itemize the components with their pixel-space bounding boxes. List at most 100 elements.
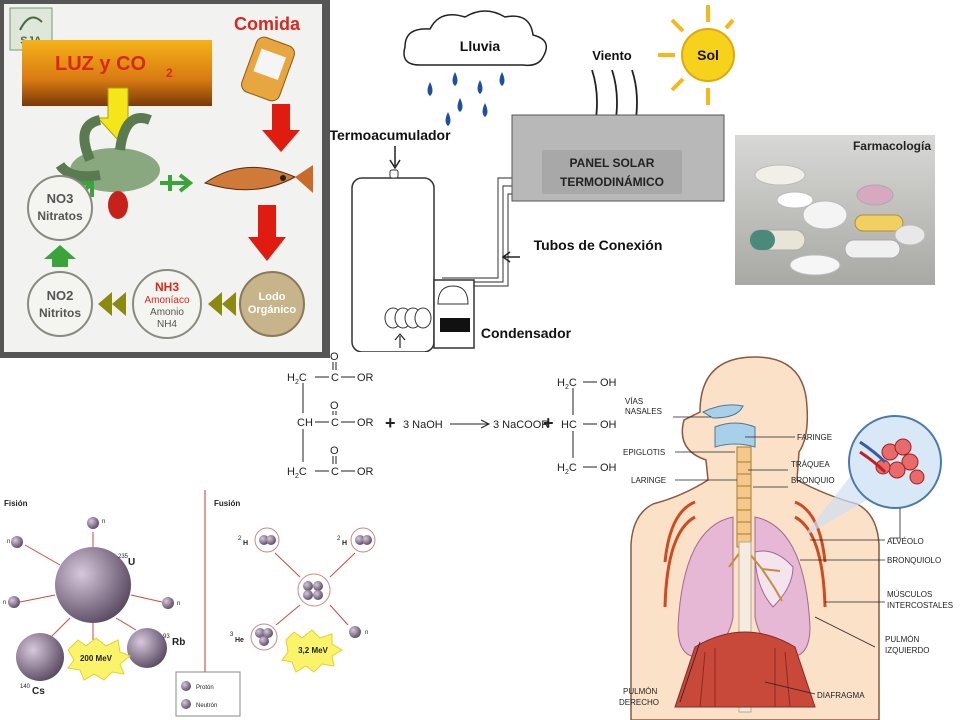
lodo-node: Lodo Orgánico — [239, 271, 305, 337]
cs-mass: 140 — [20, 684, 31, 690]
or-bot: OR — [357, 466, 374, 478]
pharmacology-photo: Farmacología — [735, 135, 935, 285]
proton-legend-icon — [181, 681, 191, 691]
pharma-title: Farmacología — [853, 139, 931, 153]
energy-burst — [281, 629, 343, 673]
tubos-label: Tubos de Conexión — [534, 237, 663, 253]
luz-co2-label: LUZ y CO — [55, 53, 146, 75]
viento-label: Viento — [592, 48, 632, 63]
u-symbol: U — [128, 557, 135, 568]
leader-lines — [673, 416, 901, 703]
naoh-label: 3 NaOH — [403, 419, 443, 431]
panel-title-1: PANEL SOLAR — [570, 156, 655, 170]
nh4-formula: NH4 — [157, 319, 177, 330]
c-top: C — [331, 372, 339, 384]
h-symbol: H — [243, 540, 248, 547]
u-mass: 235 — [118, 554, 129, 560]
pharynx — [714, 422, 756, 448]
plus-2: + — [543, 413, 554, 433]
nh3-formula: NH3 — [155, 280, 179, 294]
bronquio-label: BRONQUIO — [791, 476, 835, 485]
trachea-rings — [737, 461, 751, 535]
fision-title: Fisión — [4, 499, 28, 508]
tank-valve — [389, 169, 399, 179]
pulmon-izq-label-1: PULMÓN — [885, 635, 919, 644]
condenser — [433, 279, 475, 349]
h2c-glyc-bot: H2C — [557, 462, 577, 476]
c-mid: C — [331, 417, 339, 429]
h-mass: 2 — [337, 536, 341, 542]
neutron-n-label: n — [177, 601, 180, 607]
green-arrow-icon — [160, 173, 194, 193]
nitratos-formula: NO3 — [47, 191, 74, 206]
co2-subscript: 2 — [166, 66, 173, 80]
termoacumulador-label: Termoacumulador — [330, 127, 451, 143]
saponification-reaction: H2C O C OR CH O C OR H2C O C OR + 3 NaOH… — [287, 351, 617, 480]
green-up-arrow-icon — [44, 245, 76, 267]
o-mid: O — [330, 400, 339, 412]
hc-glyc: HC — [561, 419, 577, 431]
condensador-label: Condensador — [481, 325, 572, 341]
neutron-n-label: n — [365, 630, 368, 636]
heat-coil — [384, 307, 432, 329]
sol-label: Sol — [697, 47, 719, 63]
h-mass: 2 — [238, 536, 242, 542]
musculos-label-2: INTERCOSTALES — [887, 601, 953, 610]
he-symbol: He — [235, 637, 244, 644]
rb-symbol: Rb — [172, 637, 185, 648]
deuterium-ring — [350, 527, 376, 553]
traquea-label: TRÁQUEA — [791, 460, 830, 469]
triglyceride-bonds — [302, 362, 355, 472]
pulmon-der-label-2: DERECHO — [619, 698, 659, 707]
nitritos-node: NO2 Nitritos — [27, 271, 93, 337]
red-arrow-icon — [248, 205, 286, 261]
proton-label: Protón — [196, 685, 214, 691]
uranium-nucleus — [55, 547, 131, 623]
nitritos-label: Nitritos — [39, 306, 81, 320]
pills-icon — [749, 164, 926, 276]
bronchi — [728, 546, 783, 602]
c-bot: C — [331, 466, 339, 478]
organico-label: Orgánico — [248, 304, 297, 316]
rain-drops-icon — [427, 72, 505, 126]
h2c-bot: H2C — [287, 466, 307, 480]
he-mass: 3 — [230, 632, 234, 638]
connection-pipes — [442, 177, 512, 287]
musculos-label-1: MÚSCULOS — [887, 590, 932, 599]
mev-fission: 200 MeV — [80, 654, 113, 663]
helium-ring — [250, 623, 278, 651]
oh-mid: OH — [600, 419, 617, 431]
reaction-arrow-icon — [450, 419, 491, 429]
nacoor-label: 3 NaCOOR — [493, 419, 549, 431]
oh-top: OH — [600, 377, 617, 389]
fusion-ring — [297, 573, 331, 607]
ch-mid: CH — [297, 417, 313, 429]
tubos-arrow-icon — [501, 251, 520, 263]
food-container-icon — [241, 36, 295, 102]
lluvia-label: Lluvia — [460, 38, 501, 54]
neutron-icon — [11, 536, 23, 548]
neutron-icon — [162, 597, 174, 609]
nitratos-node: NO3 Nitratos — [27, 175, 93, 241]
coil-arrow-icon — [394, 333, 406, 348]
h2c-top: H2C — [287, 372, 307, 386]
h2c-glyc-top: H2C — [557, 377, 577, 391]
diaphragm — [674, 631, 816, 708]
fission-fusion-diagram: Fisión Fusión n 235 U n n n 140 Cs 93 Rb… — [3, 490, 376, 717]
left-lung-cutaway — [754, 550, 794, 608]
solar-thermodynamic-diagram: Lluvia Sol Viento PANEL SOLAR TERMODINÁM… — [330, 5, 735, 352]
neutron-icon — [87, 517, 99, 529]
mev-fusion: 3,2 MeV — [298, 646, 328, 655]
nitrogen-cycle-diagram: SJA LUZ y CO 2 Comida NO3 Nitratos — [0, 0, 330, 358]
plus-1: + — [385, 413, 396, 433]
nitritos-formula: NO2 — [47, 288, 74, 303]
respiratory-system-diagram: VÍAS NASALES EPIGLOTIS LARINGE FARINGE T… — [619, 356, 953, 720]
chevron-left-icon — [98, 292, 126, 316]
vias-label-1: VÍAS — [625, 397, 643, 406]
lodo-label: Lodo — [259, 291, 286, 303]
faringe-label: FARINGE — [797, 433, 832, 442]
or-top: OR — [357, 372, 374, 384]
energy-burst — [67, 637, 131, 681]
red-arrow-icon — [262, 104, 300, 152]
neutron-legend-icon — [181, 699, 191, 709]
